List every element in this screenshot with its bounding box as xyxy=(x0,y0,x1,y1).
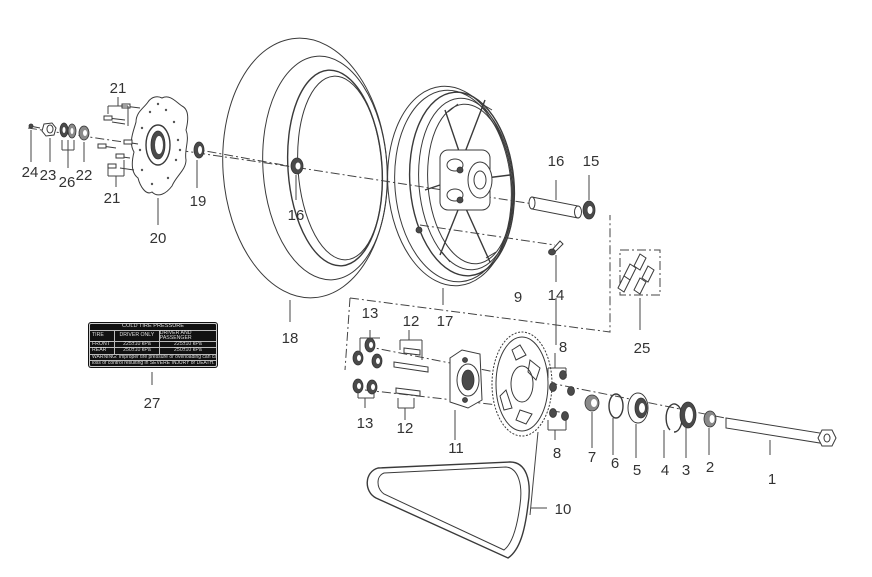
bearing-15 xyxy=(582,200,596,220)
callout-13-bottom: 13 xyxy=(357,415,374,432)
rear-axle xyxy=(725,417,837,447)
callout-25: 25 xyxy=(634,340,651,357)
callout-24: 24 xyxy=(22,164,39,181)
bearing-19 xyxy=(193,141,205,159)
collar-2 xyxy=(703,410,717,428)
circlip xyxy=(665,403,683,433)
callout-22: 22 xyxy=(76,167,93,184)
label-cell: 250±10 kPa xyxy=(115,348,160,354)
label-header-tire: TIRE xyxy=(90,330,116,341)
callout-16-tire: 16 xyxy=(288,207,305,224)
tire-center-spacer xyxy=(290,157,304,175)
cotter-pin xyxy=(28,123,41,129)
rear-sprocket xyxy=(491,331,553,437)
callout-9: 9 xyxy=(514,289,522,306)
label-warning-2: loss of control resulting in SEVERE INJU… xyxy=(92,360,215,366)
washers-26 xyxy=(59,122,77,139)
callout-7: 7 xyxy=(588,449,596,466)
label-cell: 225±10 kPa xyxy=(174,341,202,348)
rear-tire xyxy=(222,37,388,299)
brake-disc xyxy=(130,96,189,196)
callout-14: 14 xyxy=(548,287,565,304)
callout-18: 18 xyxy=(282,330,299,347)
stud-bolts xyxy=(393,347,429,397)
label-row-front: FRONT 225±10 kPa 225±10 kPa xyxy=(90,341,216,349)
label-cell: FRONT xyxy=(90,341,116,348)
callout-21-bottom: 21 xyxy=(104,190,121,207)
callout-26: 26 xyxy=(59,174,76,191)
label-row-rear: REAR 250±10 kPa 250±10 kPa xyxy=(90,347,216,355)
callout-12-bottom: 12 xyxy=(397,420,414,437)
leader-lines xyxy=(30,97,771,516)
tire-pressure-label: COLD TIRE PRESSURE TIRE DRIVER ONLY DRIV… xyxy=(88,322,218,368)
oil-seal xyxy=(679,401,697,429)
callout-10: 10 xyxy=(555,501,572,518)
label-cell: 225±10 kPa xyxy=(115,341,160,348)
axle-nut xyxy=(41,122,57,137)
balance-weights xyxy=(617,249,661,296)
callout-19: 19 xyxy=(190,193,207,210)
callout-20: 20 xyxy=(150,230,167,247)
callout-21-top: 21 xyxy=(110,80,127,97)
callout-8-bottom: 8 xyxy=(553,445,561,462)
label-warning-1: WARNING: Improper tire pressure or overl… xyxy=(90,354,216,361)
label-title: COLD TIRE PRESSURE xyxy=(90,323,216,331)
bearing-5 xyxy=(627,392,649,424)
drive-chain xyxy=(366,461,530,559)
collar-22 xyxy=(78,125,90,141)
callout-6: 6 xyxy=(611,455,619,472)
callout-3: 3 xyxy=(682,462,690,479)
damper-rubbers xyxy=(352,337,383,395)
sprocket-nuts xyxy=(549,370,575,421)
label-header-driver: DRIVER ONLY xyxy=(115,330,160,341)
callout-2: 2 xyxy=(706,459,714,476)
callout-4: 4 xyxy=(661,462,669,479)
label-header-driver-passenger: DRIVER AND PASSENGER xyxy=(159,329,192,341)
spacer-tube xyxy=(528,196,582,219)
sprocket-hub xyxy=(449,349,483,409)
callout-17: 17 xyxy=(437,313,454,330)
callout-15: 15 xyxy=(583,153,600,170)
callout-12-top: 12 xyxy=(403,313,420,330)
callout-5: 5 xyxy=(633,462,641,479)
callout-8-top: 8 xyxy=(559,339,567,356)
callout-16-spacer: 16 xyxy=(548,153,565,170)
label-header-row: TIRE DRIVER ONLY DRIVER AND PASSENGER xyxy=(90,329,216,342)
rear-rim xyxy=(387,85,516,287)
callout-13-top: 13 xyxy=(362,305,379,322)
label-cell: 250±10 kPa xyxy=(174,347,202,354)
tire-valve xyxy=(548,240,564,256)
label-cell: REAR xyxy=(90,348,116,354)
callout-1: 1 xyxy=(768,471,776,488)
callout-11: 11 xyxy=(448,440,464,457)
callouts: 1 2 3 4 5 6 7 8 8 9 10 11 12 12 13 13 14… xyxy=(22,80,777,518)
spacer-7 xyxy=(584,394,600,412)
callout-27: 27 xyxy=(144,395,161,412)
callout-23: 23 xyxy=(40,167,57,184)
o-ring xyxy=(608,393,624,419)
